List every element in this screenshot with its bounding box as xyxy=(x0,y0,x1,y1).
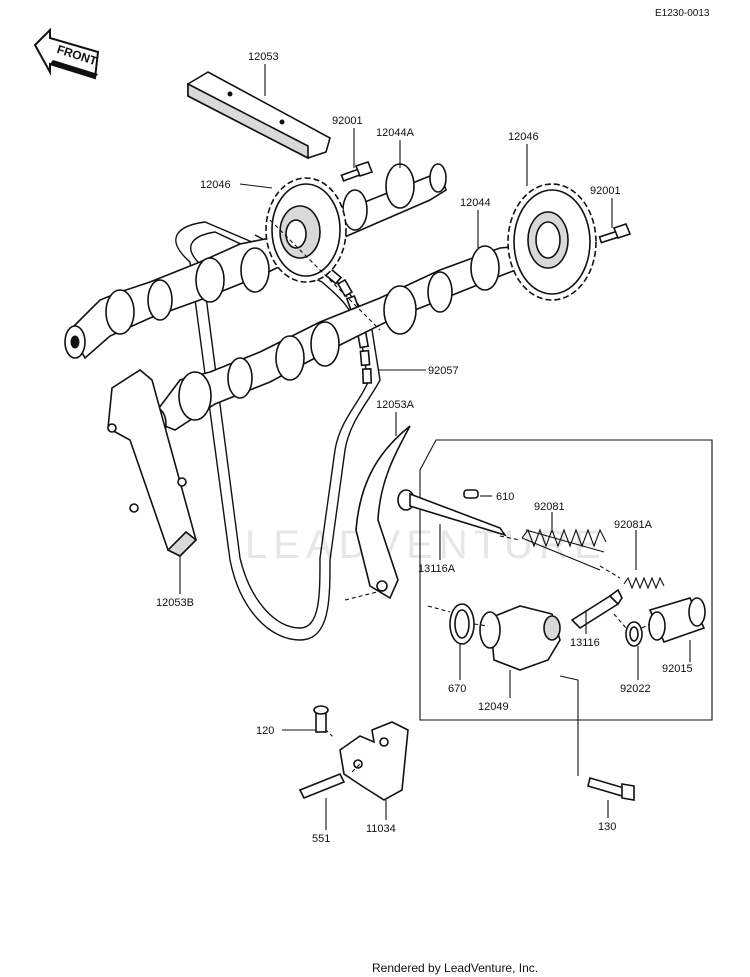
label-92022: 92022 xyxy=(620,683,651,695)
diagram-code: E1230-0013 xyxy=(655,8,710,19)
ring-92022 xyxy=(625,621,643,647)
label-610: 610 xyxy=(496,491,514,503)
label-12044: 12044 xyxy=(460,197,491,209)
label-670: 670 xyxy=(448,683,466,695)
spring-92081A xyxy=(623,576,665,590)
spring-92081 xyxy=(521,528,607,571)
footer-credit: Rendered by LeadVenture, Inc. xyxy=(372,961,538,975)
assembly-dashed-lines xyxy=(269,219,651,773)
chain-guide-12053 xyxy=(187,71,331,160)
label-130: 130 xyxy=(598,821,616,833)
label-92001-a: 92001 xyxy=(332,115,363,127)
tensioner-assembly-box xyxy=(419,439,713,721)
bolt-130 xyxy=(587,776,635,801)
leader-lines xyxy=(179,64,691,830)
pushrod-13116A xyxy=(397,489,508,537)
tensioner-body-12049 xyxy=(479,605,561,671)
bolt-92001-right xyxy=(598,223,632,244)
label-12044A: 12044A xyxy=(376,127,415,139)
sprocket-12046-left xyxy=(265,177,347,283)
label-13116: 13116 xyxy=(570,637,600,649)
sleeve-92015 xyxy=(648,597,706,644)
front-arrow-badge: FRONT xyxy=(33,27,99,80)
oring-670 xyxy=(449,603,475,645)
bracket-11034 xyxy=(339,721,409,801)
sprocket-12046-right xyxy=(507,183,597,301)
plunger-13116 xyxy=(570,588,623,630)
label-92057: 92057 xyxy=(428,365,459,377)
tensioner-guide-12053A xyxy=(355,425,411,600)
label-92081A: 92081A xyxy=(614,519,653,531)
part-labels: 12053 92001 12044A 12046 12046 12044 920… xyxy=(156,51,693,845)
watermark: LEADVENTURE xyxy=(245,523,607,567)
dowel-551 xyxy=(298,772,346,800)
bolt-120 xyxy=(313,705,329,733)
label-11034: 11034 xyxy=(366,823,396,835)
label-12046-left: 12046 xyxy=(200,179,231,191)
label-92001-b: 92001 xyxy=(590,185,621,197)
label-120: 120 xyxy=(256,725,274,737)
label-92081: 92081 xyxy=(534,501,565,513)
label-12046-right: 12046 xyxy=(508,131,539,143)
label-551: 551 xyxy=(312,833,330,845)
label-13116A: 13116A xyxy=(418,563,456,575)
pin-610 xyxy=(463,489,479,499)
label-12053A: 12053A xyxy=(376,399,415,411)
label-92015: 92015 xyxy=(662,663,693,675)
label-12053: 12053 xyxy=(248,51,279,63)
bolt-92001-left xyxy=(340,161,374,182)
label-12053B: 12053B xyxy=(156,597,194,609)
label-12049: 12049 xyxy=(478,701,509,713)
camshaft-12044A xyxy=(64,163,447,360)
